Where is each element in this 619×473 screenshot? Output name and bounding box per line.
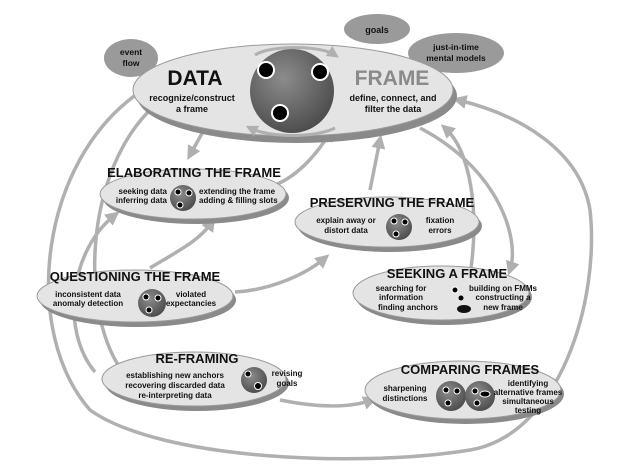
arrow-right-down <box>419 126 520 276</box>
data-line-1: recognize/construct <box>149 93 235 103</box>
preserving-right-2: errors <box>428 226 452 235</box>
goals-label: goals <box>365 25 389 35</box>
seeking-right-1: building on FMMs <box>469 284 538 293</box>
comparing-left-2: distinctions <box>383 394 428 403</box>
data-frame-disc <box>250 49 334 133</box>
seeking-left-3: finding anchors <box>378 303 439 312</box>
comparing-right-4: testing <box>515 406 541 415</box>
arrow-seeking-up <box>440 124 476 276</box>
preserving-title: PRESERVING THE FRAME <box>310 195 475 210</box>
event-flow-bubble: event flow <box>104 39 158 77</box>
reframing-right-1: revising <box>272 369 303 378</box>
preserving-left-2: distort data <box>324 226 368 235</box>
event-flow-line-1: event <box>120 47 142 57</box>
reframing-node: RE-FRAMING establishing new anchors reco… <box>101 351 303 411</box>
mental-models-bubble: just-in-time mental models <box>408 33 504 73</box>
frame-line-1: define, connect, and <box>349 93 436 103</box>
arrow-preserving-up <box>368 134 386 191</box>
event-flow-line-2: flow <box>123 58 140 68</box>
arrow-questioning-to-elaborating <box>149 217 216 270</box>
reframing-left-2: recovering discarded data <box>125 381 225 390</box>
arrow-reframing-to-comparing <box>279 396 378 410</box>
reframing-right-2: goals <box>277 379 298 388</box>
reframing-left-3: re-interpreting data <box>138 391 212 400</box>
seeking-left-1: searching for <box>376 284 427 293</box>
arrow-outer-inner-loop <box>92 108 152 384</box>
data-title: DATA <box>167 67 222 90</box>
seeking-node: SEEKING A FRAME searching for informatio… <box>352 265 538 325</box>
seeking-right-3: new frame <box>483 303 523 312</box>
comparing-title: COMPARING FRAMES <box>401 362 540 377</box>
reframing-title: RE-FRAMING <box>155 351 238 366</box>
elaborating-title: ELABORATING THE FRAME <box>107 165 281 180</box>
seeking-right-2: constructing a <box>475 293 531 302</box>
questioning-title: QUESTIONING THE FRAME <box>50 269 221 284</box>
mental-models-line-2: mental models <box>426 53 486 63</box>
comparing-right-3: simultaneous <box>502 397 554 406</box>
questioning-left-1: inconsistent data <box>55 290 121 299</box>
comparing-node: COMPARING FRAMES sharpening distinctions… <box>364 360 564 424</box>
seeking-title: SEEKING A FRAME <box>387 266 508 281</box>
preserving-left-1: explain away or <box>316 216 376 225</box>
questioning-right-2: expectancies <box>166 299 217 308</box>
comparing-left-1: sharpening <box>383 384 426 393</box>
goals-bubble: goals <box>344 14 410 44</box>
elaborating-right-1: extending the frame <box>199 187 276 196</box>
preserving-node: PRESERVING THE FRAME explain away or dis… <box>294 195 482 252</box>
elaborating-node: ELABORATING THE FRAME seeking data infer… <box>99 165 289 224</box>
elaborating-right-2: adding & filling slots <box>199 196 278 205</box>
mental-models-line-1: just-in-time <box>432 42 479 52</box>
reframing-left-1: establishing new anchors <box>126 371 224 380</box>
frame-line-2: filter the data <box>365 104 423 114</box>
questioning-left-2: anomaly detection <box>53 299 123 308</box>
questioning-right-1: violated <box>176 290 206 299</box>
frame-title: FRAME <box>355 67 430 90</box>
preserving-right-1: fixation <box>426 216 455 225</box>
comparing-right-1: identifying <box>508 379 549 388</box>
data-line-2: a frame <box>176 104 208 114</box>
elaborating-left-2: inferring data <box>116 196 168 205</box>
seeking-left-2: information <box>379 293 423 302</box>
arrow-questioning-to-preserving <box>234 254 330 294</box>
elaborating-left-1: seeking data <box>119 187 168 196</box>
data-frame-ellipse: DATA recognize/construct a frame FRAME d… <box>132 43 457 143</box>
questioning-node: QUESTIONING THE FRAME inconsistent data … <box>36 269 236 327</box>
comparing-right-2: alternative frames <box>494 388 563 397</box>
